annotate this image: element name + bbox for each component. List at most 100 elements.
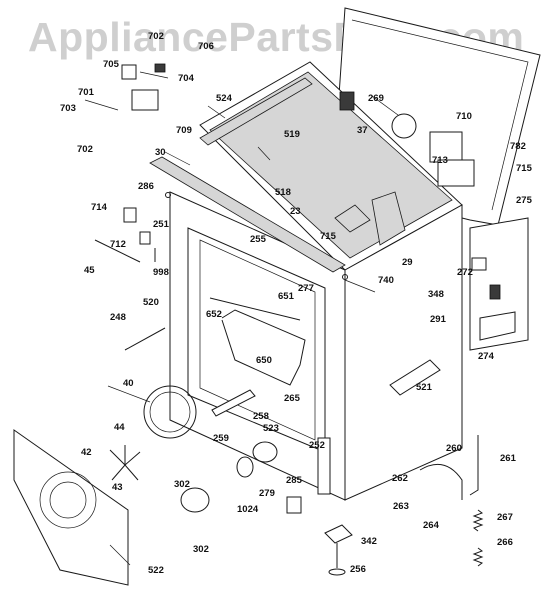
callout-label-650: 650 <box>256 355 272 366</box>
callout-label-342: 342 <box>361 536 377 547</box>
callout-label-704: 704 <box>178 73 194 84</box>
broil-element <box>209 297 301 321</box>
callout-label-279: 279 <box>259 488 275 499</box>
callout-label-348: 348 <box>428 289 444 300</box>
callout-label-291: 291 <box>430 314 446 325</box>
callout-label-715-mid: 715 <box>320 231 336 242</box>
clock-knob-plate <box>121 64 137 80</box>
hinge-spring <box>472 509 484 532</box>
callout-label-255: 255 <box>250 234 266 245</box>
callout-label-262: 262 <box>392 473 408 484</box>
callout-label-712: 712 <box>110 239 126 250</box>
latch-cover <box>389 359 441 396</box>
callout-label-705: 705 <box>103 59 119 70</box>
callout-label-248: 248 <box>110 312 126 323</box>
blower-housing <box>371 191 406 246</box>
callout-label-256: 256 <box>350 564 366 575</box>
callout-label-261: 261 <box>500 453 516 464</box>
callout-label-252: 252 <box>309 440 325 451</box>
callout-label-30: 30 <box>155 147 166 158</box>
relay-board <box>429 131 463 163</box>
callout-label-713: 713 <box>432 155 448 166</box>
callout-label-266: 266 <box>497 537 513 548</box>
sensor-probe <box>123 207 137 223</box>
limit-switch <box>339 91 355 111</box>
screw <box>342 274 348 280</box>
callout-label-264: 264 <box>423 520 439 531</box>
callout-label-522: 522 <box>148 565 164 576</box>
callout-label-652: 652 <box>206 309 222 320</box>
callout-label-523: 523 <box>263 423 279 434</box>
callout-label-44: 44 <box>114 422 125 433</box>
small-spring <box>472 547 484 567</box>
lower-bracket <box>479 311 516 341</box>
door-hinge <box>419 463 463 500</box>
hinge-receiver <box>317 437 331 495</box>
switch-block <box>286 496 302 514</box>
light-bulb <box>180 487 210 513</box>
callout-label-40: 40 <box>123 378 134 389</box>
callout-label-710: 710 <box>456 111 472 122</box>
callout-label-42: 42 <box>81 447 92 458</box>
callout-label-269: 269 <box>368 93 384 104</box>
callout-label-285: 285 <box>286 475 302 486</box>
callout-label-706: 706 <box>198 41 214 52</box>
callout-label-715-right: 715 <box>516 163 532 174</box>
trim-screw <box>165 192 171 198</box>
callout-label-265: 265 <box>284 393 300 404</box>
callout-label-520: 520 <box>143 297 159 308</box>
terminal-block <box>471 257 487 271</box>
probe-bracket <box>139 231 151 245</box>
motor <box>391 113 417 139</box>
bake-element <box>221 309 306 386</box>
callout-label-702-bottom: 702 <box>77 144 93 155</box>
callout-label-272: 272 <box>457 267 473 278</box>
leveling-plate <box>324 524 353 544</box>
callout-label-286: 286 <box>138 181 154 192</box>
fan-guard <box>143 385 197 439</box>
callout-label-998: 998 <box>153 267 169 278</box>
leveling-leg <box>328 568 346 576</box>
callout-label-521: 521 <box>416 382 432 393</box>
callout-label-782: 782 <box>510 141 526 152</box>
callout-label-1024: 1024 <box>237 504 259 515</box>
callout-label-703: 703 <box>60 103 76 114</box>
door-switch <box>489 284 501 300</box>
callout-label-267: 267 <box>497 512 513 523</box>
lens-holder <box>236 456 254 478</box>
callout-label-251: 251 <box>153 219 169 230</box>
callout-label-714: 714 <box>91 202 107 213</box>
hinge-arm <box>469 435 479 496</box>
lamp-cover <box>252 441 278 463</box>
callout-label-702-top: 702 <box>148 31 164 42</box>
callout-label-37: 37 <box>357 125 368 136</box>
callout-label-740: 740 <box>378 275 394 286</box>
callout-label-275: 275 <box>516 195 532 206</box>
door-lock-assembly <box>437 159 475 187</box>
oven-rack-support <box>211 389 256 417</box>
callout-label-263: 263 <box>393 501 409 512</box>
callout-label-45: 45 <box>84 265 95 276</box>
temp-sensor <box>124 327 166 351</box>
callout-label-518: 518 <box>275 187 291 198</box>
callout-label-23: 23 <box>290 206 301 217</box>
control-bracket <box>131 89 159 111</box>
callout-label-519: 519 <box>284 129 300 140</box>
callout-label-29: 29 <box>402 257 413 268</box>
fan-blade <box>109 445 141 481</box>
control-switch <box>154 63 166 73</box>
callout-label-524: 524 <box>216 93 232 104</box>
callout-label-701: 701 <box>78 87 94 98</box>
callout-label-43: 43 <box>112 482 123 493</box>
callout-label-302-top: 302 <box>174 479 190 490</box>
top-trim-strip <box>149 156 346 273</box>
callout-label-274: 274 <box>478 351 494 362</box>
callout-label-651: 651 <box>278 291 294 302</box>
callout-label-709: 709 <box>176 125 192 136</box>
callout-label-259: 259 <box>213 433 229 444</box>
vent-duct <box>334 204 371 233</box>
callout-label-302-bottom: 302 <box>193 544 209 555</box>
callout-label-258: 258 <box>253 411 269 422</box>
